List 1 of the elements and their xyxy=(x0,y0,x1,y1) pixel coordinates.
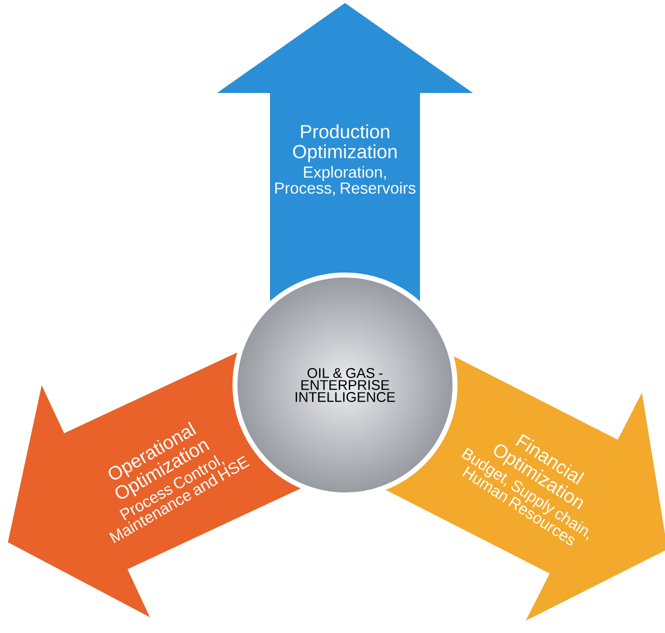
arrow-label: Production Optimization Exploration, Process, Reservoirs xyxy=(275,124,416,196)
